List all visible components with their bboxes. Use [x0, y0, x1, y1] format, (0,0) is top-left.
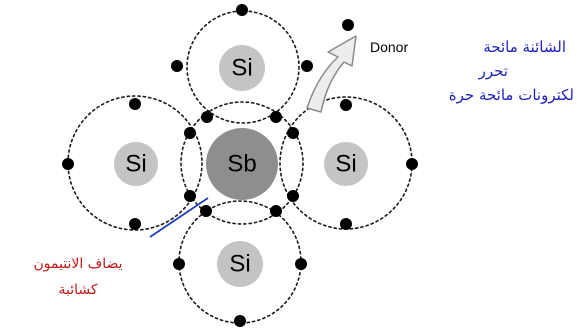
- caption-blue-line1: الشائنة مائحة: [483, 38, 566, 56]
- atom-si-bottom: [217, 241, 263, 287]
- caption-blue-line3: لكترونات مائحة حرة: [449, 86, 574, 104]
- electron: [270, 111, 282, 123]
- electron: [287, 127, 299, 139]
- electron: [406, 158, 418, 170]
- caption-red-line2: كشائبة: [58, 282, 97, 298]
- atom-si-left: [114, 142, 158, 186]
- electron: [236, 4, 248, 16]
- electron: [234, 315, 246, 327]
- atom-label-left: Si: [125, 151, 146, 178]
- electron: [129, 218, 141, 230]
- electrons: [62, 4, 418, 327]
- electron: [287, 190, 299, 202]
- caption-red-line1: يضاف الانتيمون: [33, 256, 122, 272]
- atom-label-center: Sb: [227, 151, 256, 178]
- electron: [171, 60, 183, 72]
- electron: [270, 205, 282, 217]
- atom-si-top: [219, 45, 265, 91]
- atom-label-right: Si: [335, 151, 356, 178]
- donor-arrow-icon: [306, 35, 357, 113]
- electron: [295, 258, 307, 270]
- orbit-center: [180, 101, 304, 225]
- donor-label: Donor: [370, 39, 408, 55]
- electron: [184, 190, 196, 202]
- electron: [301, 60, 313, 72]
- atom-label-top: Si: [231, 55, 252, 82]
- electron: [62, 158, 74, 170]
- caption-blue-line2: تحرر: [478, 62, 508, 80]
- orbit-top: [186, 10, 300, 124]
- atom-label-bottom: Si: [229, 251, 250, 278]
- electron: [200, 205, 212, 217]
- electron: [340, 218, 352, 230]
- electron: [173, 258, 185, 270]
- electron: [184, 127, 196, 139]
- electron-free-donor: [342, 19, 354, 31]
- pointer-line: [149, 197, 209, 238]
- electron: [340, 99, 352, 111]
- electron: [201, 111, 213, 123]
- atom-sb-center: [206, 128, 278, 200]
- electron: [129, 98, 141, 110]
- atom-si-right: [324, 142, 368, 186]
